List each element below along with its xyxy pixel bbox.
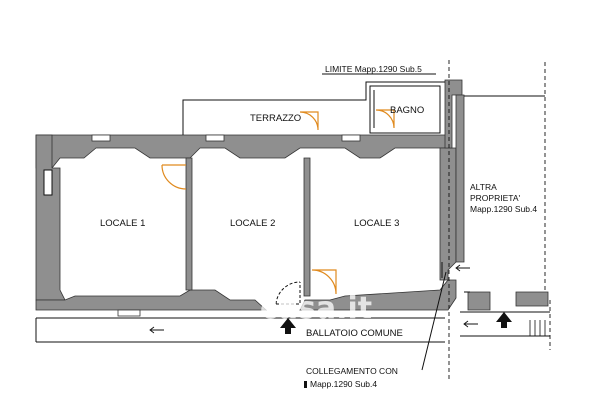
windows	[91, 134, 361, 317]
entry-arrows	[280, 312, 512, 334]
wall-bottom-block-2	[515, 291, 549, 307]
label-ballatoio: BALLATOIO COMUNE	[306, 328, 403, 339]
arrow-left-right-ballatoio	[463, 320, 478, 328]
terrazzo-outline	[182, 81, 445, 135]
wall-bottom-right	[299, 279, 457, 311]
door-locale1-2	[161, 164, 187, 190]
wall-bottom	[35, 289, 268, 311]
label-locale-3: LOCALE 3	[354, 218, 399, 229]
wall-altra-left	[455, 94, 465, 263]
entrance-door-swing	[275, 281, 301, 305]
wall-left	[35, 134, 66, 301]
window-locale1	[91, 134, 111, 142]
label-terrazzo: TERRAZZO	[250, 113, 301, 124]
entry-arrow-main	[280, 318, 296, 334]
connector-marker	[304, 381, 307, 388]
entry-arrow-right	[496, 312, 512, 328]
wall-right	[439, 147, 457, 281]
label-altra-3: Mapp.1290 Sub.4	[470, 204, 537, 214]
wall-bottom-block	[467, 291, 491, 311]
window-locale3	[341, 134, 361, 142]
label-locale-2: LOCALE 2	[230, 218, 275, 229]
arrow-left-altra	[455, 264, 470, 272]
watermark: casa.it	[260, 291, 372, 326]
entrance-door	[275, 281, 301, 305]
door-bagno	[375, 109, 395, 129]
left-wall-window	[43, 169, 53, 196]
door-terrazzo	[299, 111, 319, 131]
label-limite: LIMITE Mapp.1290 Sub.5	[325, 64, 422, 74]
label-collegamento-2: Mapp.1290 Sub.4	[310, 379, 377, 389]
arrow-left-ballatoio	[149, 326, 164, 334]
window-locale2	[205, 134, 225, 142]
wall-partition-1	[185, 157, 193, 291]
stairs	[529, 320, 546, 336]
wall-partition-2	[303, 157, 311, 297]
small-arrows	[149, 264, 478, 334]
label-altra-1: ALTRA	[470, 182, 497, 192]
wall-top	[35, 134, 449, 169]
window-bottom	[117, 309, 141, 317]
label-locale-1: LOCALE 1	[100, 218, 145, 229]
label-altra-2: PROPRIETA'	[470, 193, 520, 203]
door-locale3	[311, 269, 337, 295]
label-collegamento-1: COLLEGAMENTO CON	[306, 366, 398, 376]
collegamento-leader	[421, 271, 447, 371]
label-bagno: BAGNO	[390, 105, 424, 116]
bagno-outline	[369, 85, 441, 134]
doors	[161, 109, 395, 295]
thin-lines	[35, 73, 550, 371]
boundary-lines	[448, 60, 551, 380]
